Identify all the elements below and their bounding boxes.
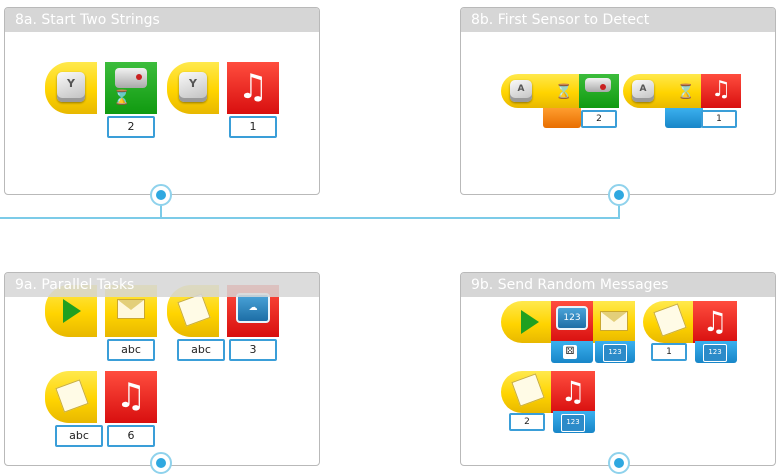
sound-input[interactable]: 1 (701, 110, 737, 128)
play-sound-block[interactable]: ♫ (551, 371, 595, 413)
sound-input[interactable]: 6 (107, 425, 155, 447)
start-on-key-block[interactable]: A (501, 74, 541, 108)
music-note-icon: ♫ (702, 305, 728, 338)
start-on-message-block[interactable] (643, 301, 695, 343)
wait-input[interactable]: 2 (581, 110, 617, 128)
smarthub-icon (585, 78, 611, 92)
message-input[interactable]: abc (107, 339, 155, 361)
message-input[interactable]: 1 (651, 343, 687, 361)
send-message-block[interactable] (593, 301, 635, 343)
play-sound-block[interactable]: ♫ (105, 371, 157, 423)
music-note-icon: ♫ (237, 67, 269, 107)
panel-title: 9a. Parallel Tasks (5, 273, 319, 297)
keyboard-key-icon: A (632, 80, 654, 102)
display-screen-icon: 123 (561, 414, 585, 432)
envelope-icon (177, 293, 211, 327)
hourglass-icon: ⌛ (555, 84, 573, 100)
message-input[interactable]: abc (177, 339, 225, 361)
envelope-icon (117, 299, 145, 319)
music-note-icon: ♫ (115, 376, 147, 416)
sound-input[interactable]: 1 (229, 116, 277, 138)
panel-title: 9b. Send Random Messages (461, 273, 775, 297)
connector-line-vertical-8b (618, 205, 620, 219)
display-value-tab[interactable]: 123 (595, 341, 635, 363)
wait-input[interactable]: 2 (107, 116, 155, 138)
wait-block[interactable]: ⌛ (663, 74, 703, 108)
panel-title: 8a. Start Two Strings (5, 8, 319, 32)
sound-sensor-tab[interactable] (665, 108, 703, 128)
random-number-block[interactable]: 123 (551, 301, 593, 343)
connector-node-9a (150, 452, 172, 474)
message-input[interactable]: 2 (509, 413, 545, 431)
hourglass-icon: ⌛ (113, 90, 131, 106)
wait-for-block[interactable] (579, 74, 619, 108)
background-input[interactable]: 3 (229, 339, 277, 361)
wait-for-block[interactable]: ⌛ (105, 62, 157, 114)
start-on-key-block[interactable]: A (623, 74, 663, 108)
connector-node-8b (608, 184, 630, 206)
start-block[interactable] (501, 301, 553, 343)
envelope-icon (653, 303, 687, 337)
play-triangle-icon (521, 310, 539, 334)
envelope-icon (511, 373, 545, 407)
display-screen-icon: 123 (603, 344, 627, 362)
display-screen-icon: ☁ (236, 293, 270, 323)
start-on-message-block[interactable] (45, 371, 97, 423)
start-on-message-block[interactable] (501, 371, 553, 413)
music-note-icon: ♫ (711, 77, 731, 102)
dice-tab[interactable]: ⚄ (551, 341, 593, 363)
panel-title: 8b. First Sensor to Detect (461, 8, 775, 32)
keyboard-key-icon: Y (179, 72, 207, 102)
dice-icon: ⚄ (563, 345, 577, 359)
start-on-key-block[interactable]: Y (167, 62, 219, 114)
hourglass-icon: ⌛ (677, 84, 695, 100)
tilt-sensor-tab[interactable] (543, 108, 581, 128)
play-sound-block[interactable]: ♫ (701, 74, 741, 108)
envelope-icon (55, 379, 89, 413)
keyboard-key-icon: Y (57, 72, 85, 102)
panel-8a: 8a. Start Two Strings Y ⌛ 2 Y ♫ 1 (4, 7, 320, 195)
smarthub-icon (115, 68, 147, 88)
play-sound-block[interactable]: ♫ (693, 301, 737, 343)
connector-line-vertical-8a (160, 205, 162, 219)
display-screen-icon: 123 (703, 344, 727, 362)
start-on-key-block[interactable]: Y (45, 62, 97, 114)
display-value-tab[interactable]: 123 (695, 341, 737, 363)
panel-8b: 8b. First Sensor to Detect A ⌛ 2 A ⌛ ♫ 1 (460, 7, 776, 195)
envelope-icon (600, 311, 628, 331)
panel-9b: 9b. Send Random Messages 123 ⚄ 123 1 ♫ 1… (460, 272, 776, 466)
play-triangle-icon (63, 299, 81, 323)
panel-9a: abc abc ☁ 3 abc ♫ 6 (4, 272, 320, 466)
music-note-icon: ♫ (560, 375, 586, 408)
connector-node-9b (608, 452, 630, 474)
keyboard-key-icon: A (510, 80, 532, 102)
display-value-tab[interactable]: 123 (553, 411, 595, 433)
message-input[interactable]: abc (55, 425, 103, 447)
wait-block[interactable]: ⌛ (541, 74, 581, 108)
play-sound-block[interactable]: ♫ (227, 62, 279, 114)
display-screen-icon: 123 (556, 306, 588, 330)
connector-node-8a (150, 184, 172, 206)
connector-line-horizontal (0, 217, 620, 219)
